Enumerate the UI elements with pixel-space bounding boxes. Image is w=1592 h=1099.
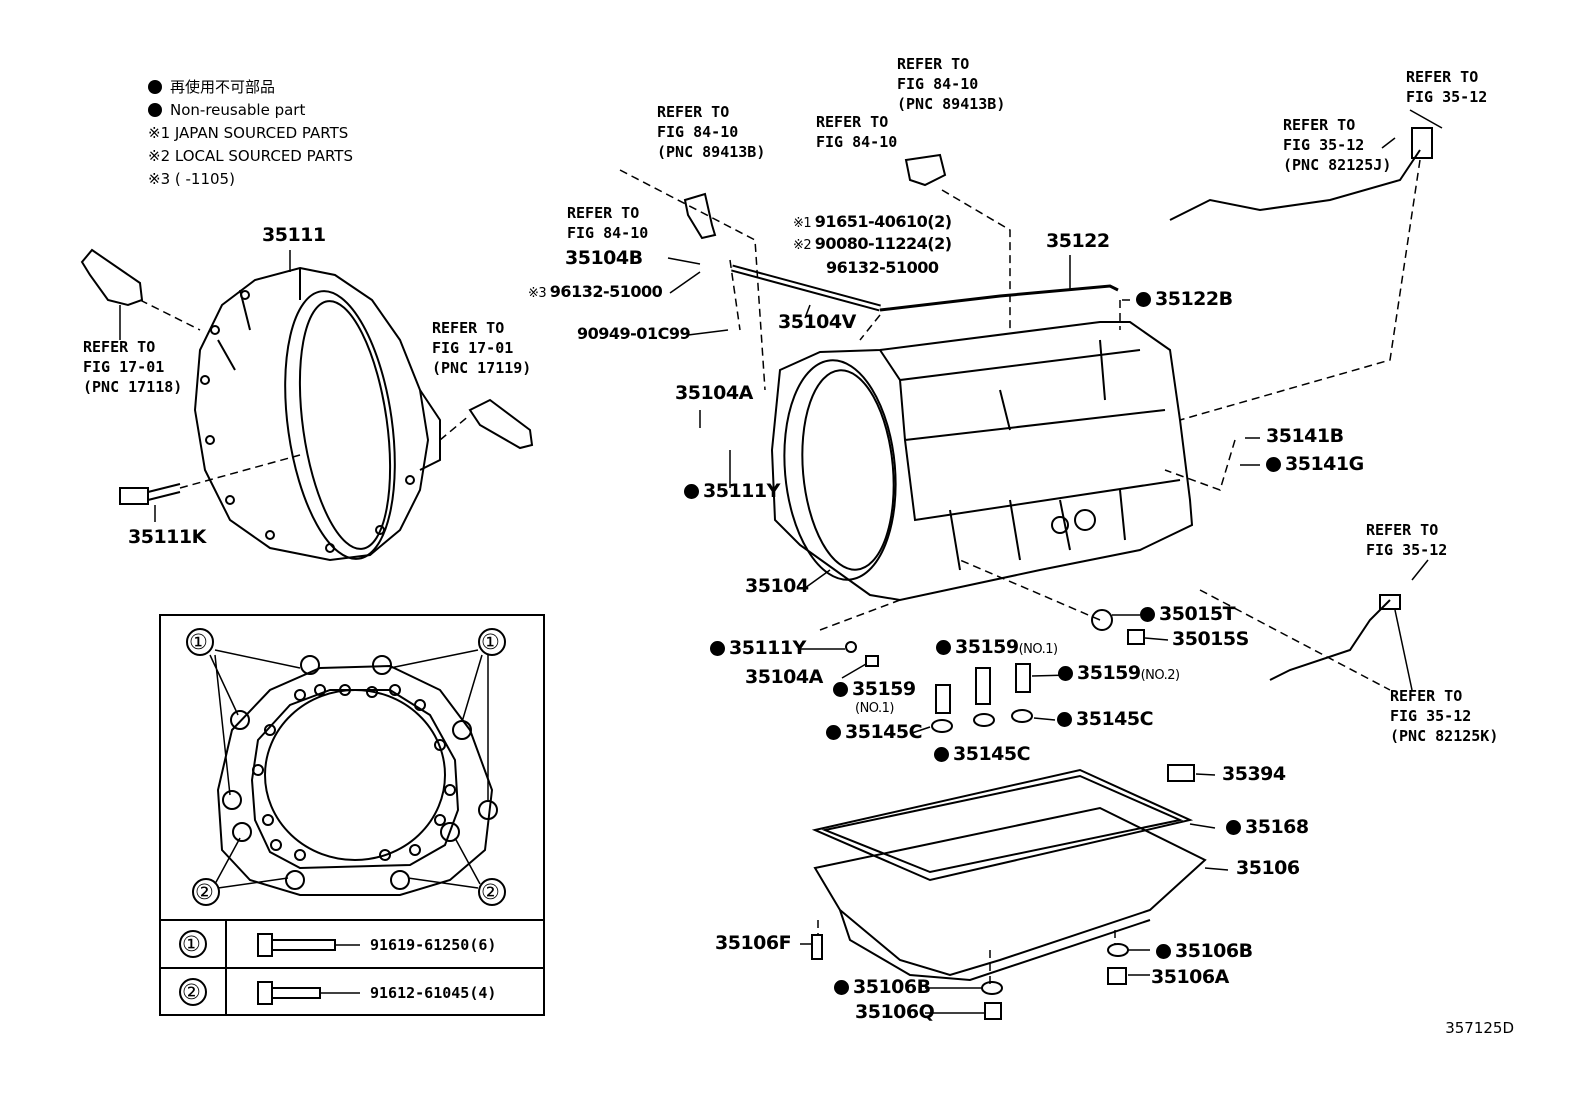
part-35104v: 35104V	[778, 311, 856, 333]
part-35159-no1-left: 35159	[833, 680, 916, 699]
part-35159-no1-mid: 35159(NO.1)	[936, 638, 1058, 657]
ref-fig-84-10-top: REFER TO FIG 84-10 (PNC 89413B)	[897, 55, 1006, 113]
part-35159-no1-left-suffix: (NO.1)	[855, 701, 894, 716]
bolt-91619-61250: 91619-61250(6)	[370, 936, 497, 954]
plug-35159-no1-left-drawing	[935, 684, 951, 714]
part-35106q: 35106Q	[855, 1001, 935, 1023]
legend-note-2: ※2 LOCAL SOURCED PARTS	[148, 147, 353, 165]
part-35111k: 35111K	[128, 526, 206, 548]
inset-marker-2-left: ②	[195, 880, 214, 904]
part-35015s: 35015S	[1172, 628, 1249, 650]
ref-fig-17-01-right: REFER TO FIG 17-01 (PNC 17119)	[432, 319, 532, 377]
part-35111y-low: 35111Y	[710, 639, 806, 658]
plug-35159-no2-drawing	[1015, 663, 1031, 693]
ref-fig-35-12-lower: REFER TO FIG 35-12	[1366, 521, 1448, 559]
part-35111: 35111	[262, 224, 326, 246]
part-35122b: 35122B	[1136, 290, 1233, 309]
bracket-right-drawing	[468, 398, 534, 450]
part-96132-51000-note3: ※3 96132-51000	[528, 282, 663, 301]
nonreusable-dot-icon	[148, 80, 162, 94]
part-35106a: 35106A	[1151, 966, 1229, 988]
legend-jp: 再使用不可部品	[170, 78, 276, 96]
part-35106b-right: 35106B	[1156, 942, 1253, 961]
inset-marker-1-right: ①	[481, 630, 500, 654]
oil-pan-drawing	[813, 806, 1207, 982]
harness-right-drawing	[1269, 599, 1391, 681]
legend: 再使用不可部品 Non-reusable part ※1 JAPAN SOURC…	[148, 76, 353, 191]
ref-fig-35-12-harness: REFER TO FIG 35-12 (PNC 82125J)	[1283, 116, 1392, 174]
part-35145c-left: 35145C	[826, 723, 923, 742]
part-35141b: 35141B	[1266, 425, 1344, 447]
part-35145c-right: 35145C	[1057, 710, 1154, 729]
legend-en: Non-reusable part	[170, 101, 306, 119]
table-marker-1: ①	[182, 932, 201, 956]
legend-note-1: ※1 JAPAN SOURCED PARTS	[148, 124, 349, 142]
transmission-case-drawing	[770, 321, 1194, 602]
bracket-left-drawing	[80, 248, 144, 307]
plug-35159-no1-mid-drawing	[975, 667, 991, 705]
ref-fig-84-10-left: REFER TO FIG 84-10 (PNC 89413B)	[657, 103, 766, 161]
part-96132-51000: 96132-51000	[826, 258, 939, 277]
part-35104a-top: 35104A	[675, 382, 753, 404]
ref-fig-84-10-small: REFER TO FIG 84-10	[567, 204, 649, 242]
harness-drawing	[1169, 149, 1421, 221]
part-91651-40610: ※1 91651-40610(2)	[793, 212, 952, 231]
part-35106: 35106	[1236, 857, 1300, 879]
part-35106b-low: 35106B	[834, 978, 931, 997]
oil-pan-gasket-drawing	[811, 768, 1194, 882]
bolt-91612-61045: 91612-61045(4)	[370, 984, 497, 1002]
table-marker-2: ②	[182, 980, 201, 1004]
part-35104b: 35104B	[565, 247, 643, 269]
inset-marker-1-left: ①	[189, 630, 208, 654]
converter-housing-drawing	[193, 266, 441, 562]
part-35104: 35104	[745, 575, 809, 597]
catalog-number: 357125D	[1445, 1019, 1514, 1037]
part-35168: 35168	[1226, 818, 1309, 837]
part-35145c-mid: 35145C	[934, 745, 1031, 764]
part-35394: 35394	[1222, 763, 1286, 785]
bolt-35111k-drawing	[119, 483, 181, 505]
inset-marker-2-right: ②	[481, 880, 500, 904]
part-90080-11224: ※2 90080-11224(2)	[793, 234, 952, 253]
tube-35122-drawing	[879, 284, 1119, 312]
part-90949-01c99: 90949-01C99	[577, 324, 691, 343]
speed-sensor-a-drawing	[683, 192, 717, 240]
legend-note-3: ※3 ( -1105)	[148, 170, 235, 188]
ref-fig-84-10-mid: REFER TO FIG 84-10	[816, 113, 898, 151]
part-35111y-top: 35111Y	[684, 482, 780, 501]
speed-sensor-b-drawing	[904, 153, 947, 187]
nonreusable-dot-icon	[148, 103, 162, 117]
part-35106f: 35106F	[715, 932, 792, 954]
filter-35394-drawing	[1167, 764, 1195, 782]
part-35104a-low: 35104A	[745, 666, 823, 688]
ref-fig-17-01-left: REFER TO FIG 17-01 (PNC 17118)	[83, 338, 183, 396]
part-35122: 35122	[1046, 230, 1110, 252]
ref-fig-35-12-top: REFER TO FIG 35-12	[1406, 68, 1488, 106]
ref-fig-35-12-bottom: REFER TO FIG 35-12 (PNC 82125K)	[1390, 687, 1499, 745]
part-35141g: 35141G	[1266, 455, 1364, 474]
bolt-pattern-inset	[159, 614, 545, 1016]
part-35159-no2: 35159(NO.2)	[1058, 664, 1180, 683]
part-35015t: 35015T	[1140, 605, 1236, 624]
